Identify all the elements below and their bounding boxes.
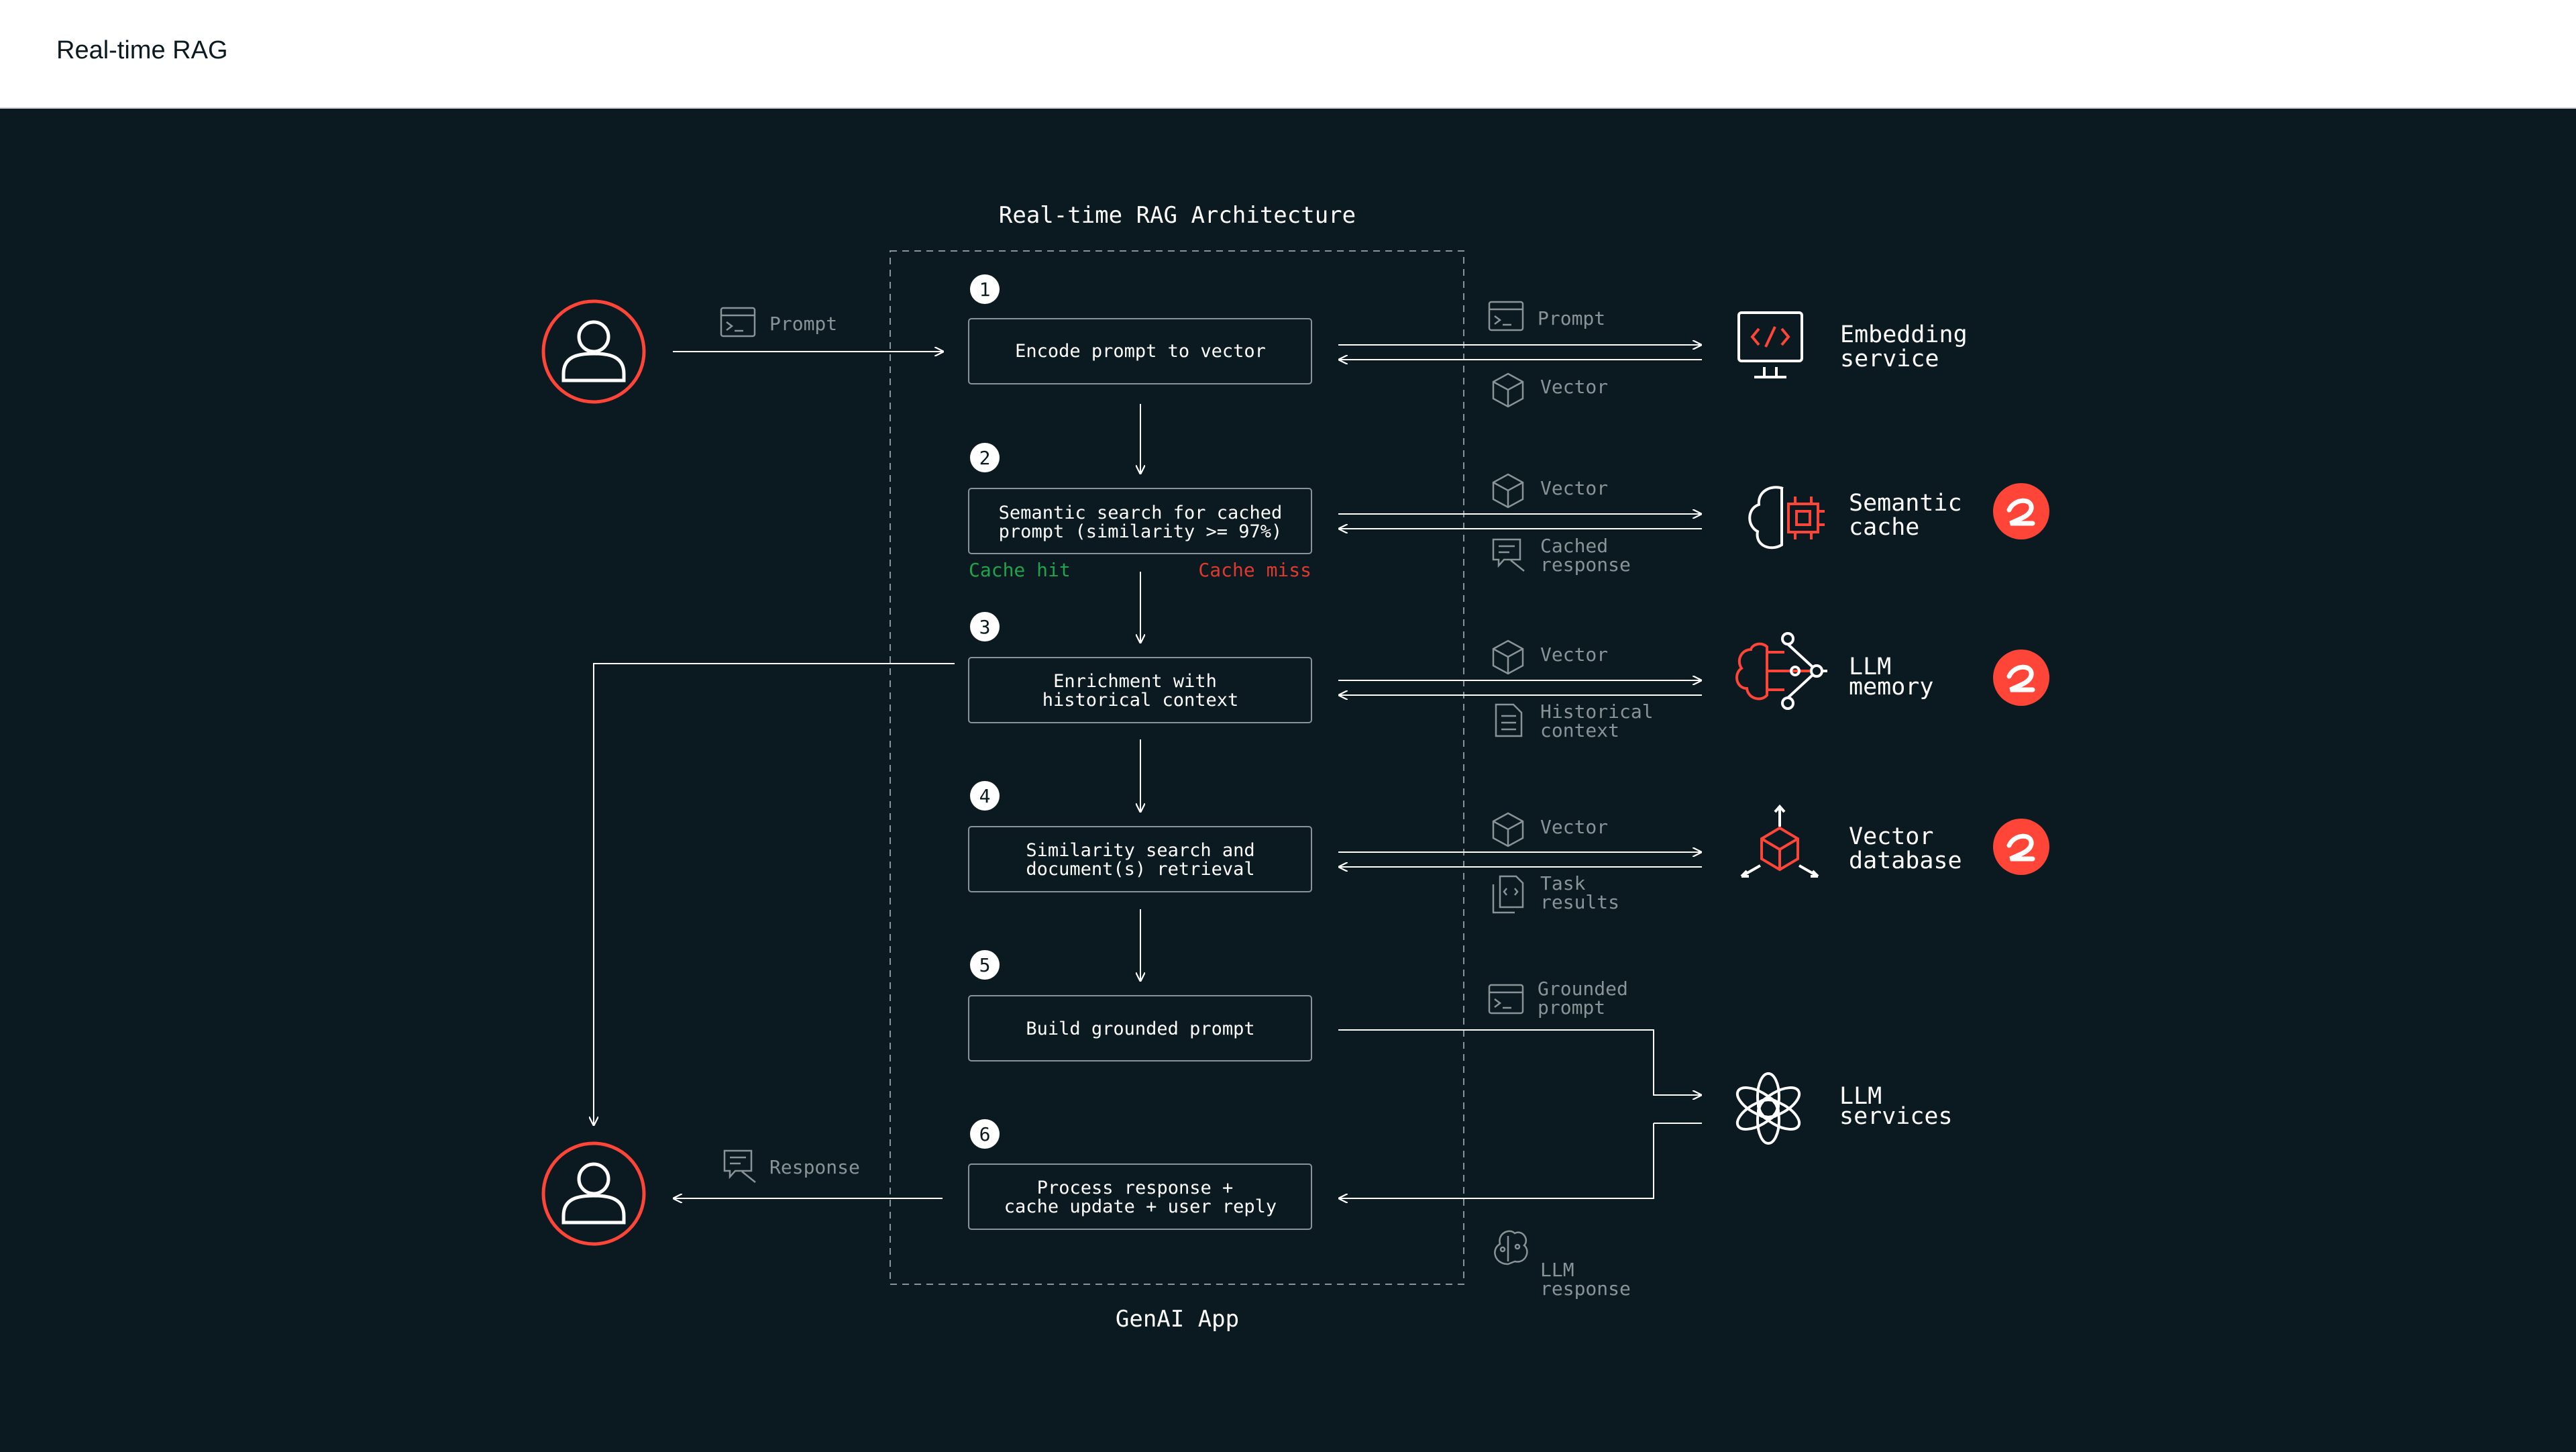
vector-cube-icon [1492, 639, 1524, 675]
cache-hit-bypass-line [594, 663, 955, 1126]
brain-network-icon [1735, 632, 1827, 710]
step-6-text: Process response +cache update + user re… [1004, 1178, 1277, 1217]
genai-app-boundary [890, 250, 1464, 1285]
user-icon [561, 320, 626, 382]
user-icon [561, 1162, 626, 1225]
flow-row-3 [1338, 680, 1702, 695]
svg-text:5: 5 [979, 954, 991, 976]
flow-3-out-label: Vector [1540, 643, 1608, 666]
vector-cube-icon [1492, 473, 1524, 509]
openai-knot-icon [1735, 1072, 1801, 1145]
user-prompt-label: Prompt [769, 313, 837, 335]
flow-2-out-label: Vector [1540, 477, 1608, 499]
diagram-canvas: Real-time RAG Architecture GenAI App Pro… [0, 109, 2576, 1449]
cube-icon [1740, 804, 1819, 878]
step-6: 6 Process response +cache update + user … [968, 1119, 1312, 1230]
flow-1-in-label: Vector [1540, 376, 1608, 398]
llm-response-icon [1494, 1230, 1528, 1265]
flow-row-1 [1338, 345, 1702, 360]
monitor-code-icon [1737, 311, 1803, 378]
flow-4-out-label: Vector [1540, 816, 1608, 838]
terminal-icon [1488, 984, 1524, 1015]
svg-text:4: 4 [979, 785, 991, 807]
svg-text:3: 3 [979, 616, 991, 638]
step-5-text: Build grounded prompt [1026, 1019, 1254, 1039]
header-bar: Real-time RAG [0, 0, 2576, 109]
cache-miss-label: Cache miss [1198, 559, 1311, 581]
cache-hit-label: Cache hit [969, 559, 1071, 581]
cached-response-icon [723, 1149, 756, 1183]
svg-text:1: 1 [979, 278, 991, 301]
task-file-icon [1492, 875, 1524, 914]
flow-row-4 [1338, 852, 1702, 867]
step-1-text: Encode prompt to vector [1015, 341, 1266, 362]
svg-text:6: 6 [979, 1123, 991, 1145]
svg-text:2: 2 [979, 447, 991, 469]
flow-row-2 [1338, 514, 1702, 529]
redis-badge-icon [1993, 650, 2049, 706]
user-response-label: Response [769, 1156, 860, 1178]
diagram-title: Real-time RAG Architecture [999, 202, 1356, 229]
terminal-icon [720, 307, 756, 338]
step-1: 1 Encode prompt to vector [968, 274, 1312, 384]
vector-cube-icon [1492, 372, 1524, 408]
user-output-avatar [541, 1141, 646, 1246]
flow-1-out-label: Prompt [1538, 307, 1605, 329]
vector-cube-icon [1492, 812, 1524, 847]
flow-row-5 [1338, 1029, 1702, 1198]
architecture-diagram: Real-time RAG Architecture GenAI App Pro… [541, 202, 2049, 1333]
terminal-icon [1488, 301, 1524, 331]
cached-response-icon [1492, 538, 1525, 572]
step-5: 5 Build grounded prompt [968, 950, 1312, 1061]
brain-chip-icon [1748, 486, 1825, 550]
redis-badge-icon [1993, 483, 2049, 539]
diagram-footer: GenAI App [1116, 1306, 1239, 1333]
document-icon [1495, 703, 1523, 737]
redis-badge-icon [1993, 819, 2049, 875]
page-title: Real-time RAG [56, 36, 228, 64]
user-input-avatar [541, 299, 646, 404]
